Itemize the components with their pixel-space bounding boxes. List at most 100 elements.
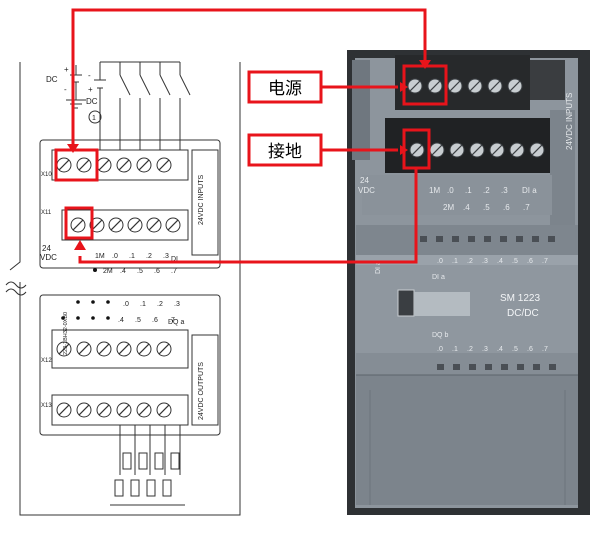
- photo-dq-label: .5: [512, 346, 518, 353]
- schematic-row-labels: 1M.0.1.2.32M.4.5.6.7.0.1.2.3.4.5.6.7: [95, 253, 180, 324]
- photo-led: [468, 236, 475, 242]
- schematic-part-number: 223-1BH32-0XB0: [63, 312, 69, 355]
- photo-screw-input: [489, 142, 505, 158]
- ground-arrow-schematic: [74, 240, 86, 250]
- photo-screw-input: [469, 142, 485, 158]
- schematic-dq-bottom-label: .5: [135, 317, 141, 324]
- schematic-outputs-vertical: 24VDC OUTPUTS: [198, 362, 205, 420]
- schematic-screw-x10: [76, 157, 92, 173]
- photo-dq-label: .6: [527, 346, 533, 353]
- photo-screw-input: [509, 142, 525, 158]
- schematic-screw-x13: [96, 402, 112, 418]
- terminal-row-x12: [51, 329, 189, 369]
- terminal-row-x10: [51, 149, 189, 181]
- schematic-power-box: [54, 148, 99, 182]
- schematic-screw-x13: [76, 402, 92, 418]
- photo-dq-label: .7: [542, 346, 548, 353]
- photo-screw-input: [429, 142, 445, 158]
- dc-plus-label: +: [64, 65, 69, 74]
- terminal-row-x11: [61, 209, 189, 241]
- schematic-screw-x11: [70, 217, 86, 233]
- photo-led: [453, 364, 460, 370]
- schematic-dq-label: DQ a: [168, 319, 184, 326]
- photo-led-label: .4: [497, 258, 503, 265]
- photo-led: [549, 364, 556, 370]
- ground-connector-line: [78, 168, 418, 264]
- schematic-dq-bottom-label: .7: [169, 317, 175, 324]
- schematic-row1-label: .2: [146, 253, 152, 260]
- photo-led-label: .3: [482, 258, 488, 265]
- schematic-row1-label: .1: [129, 253, 135, 260]
- photo-led-label: .0: [437, 258, 443, 265]
- photo-led-row-lower: [437, 364, 556, 370]
- photo-led: [420, 236, 427, 242]
- power-connector-line: [71, 8, 427, 150]
- schematic-lower-body: [39, 294, 221, 436]
- photo-row1-label: .2: [483, 186, 490, 195]
- photo-window-notch: [397, 289, 415, 317]
- ground-label-box: [247, 133, 323, 167]
- schematic-inputs-vertical: 24VDC INPUTS: [198, 174, 205, 225]
- photo-row2-label: 2M: [443, 203, 454, 212]
- photo-di-a: DI a: [432, 274, 445, 281]
- photo-screw-power: [487, 78, 503, 94]
- photo-led: [452, 236, 459, 242]
- schematic-screw-x10: [96, 157, 112, 173]
- photo-led: [532, 236, 539, 242]
- schematic-text: DC + - DC - + 1 X10 X11 X12 X13 24 VDC D…: [40, 65, 205, 420]
- schematic-screw-x11: [108, 217, 124, 233]
- schematic-dq-top-label: .1: [140, 301, 146, 308]
- photo-row1-label: .1: [465, 186, 472, 195]
- dc-mid-minus: -: [88, 71, 91, 80]
- schematic-dq-bottom-label: .6: [152, 317, 158, 324]
- photo-led-label: .5: [512, 258, 518, 265]
- schematic-screw-x11: [165, 217, 181, 233]
- photo-model-line1: SM 1223: [500, 293, 540, 304]
- module-photo: [347, 50, 590, 515]
- photo-screw-input: [529, 142, 545, 158]
- photo-dq-label: .4: [497, 346, 503, 353]
- schematic-row1-label: .0: [112, 253, 118, 260]
- photo-text: 24VDC INPUTS 24 VDC DI a DI a DI a SM 12…: [358, 93, 574, 339]
- photo-led: [533, 364, 540, 370]
- photo-led-label: .1: [452, 258, 458, 265]
- photo-screw-power: [467, 78, 483, 94]
- photo-dq-label: .2: [467, 346, 473, 353]
- photo-row2-label: .6: [503, 203, 510, 212]
- schematic-screw-x12: [96, 341, 112, 357]
- schematic-vdc-label: VDC: [40, 253, 57, 262]
- schematic-dots: [61, 268, 110, 320]
- schematic-screw-x10: [136, 157, 152, 173]
- photo-model-line2: DC/DC: [507, 308, 539, 319]
- x10-label: X10: [41, 172, 52, 178]
- photo-led: [485, 364, 492, 370]
- schematic-dq-top-label: .0: [123, 301, 129, 308]
- photo-row2-label: .4: [463, 203, 470, 212]
- input-terminal-block: [385, 118, 550, 173]
- output-loads: [110, 425, 185, 506]
- photo-screw-input: [449, 142, 465, 158]
- schematic-dq-top-label: .2: [157, 301, 163, 308]
- schematic-row2-label: .7: [171, 268, 177, 275]
- photo-led-row: [420, 236, 555, 242]
- dc-label-mid: DC: [86, 97, 98, 106]
- schematic-screw-x13: [116, 402, 132, 418]
- photo-row-labels: 1M.0.1.2.32M.4.5.6.7.0.1.2.3.4.5.6.7.0.1…: [429, 186, 548, 353]
- power-label-box: [247, 70, 323, 104]
- photo-led: [517, 364, 524, 370]
- input-switches: [100, 61, 191, 150]
- schematic-row2-label: .6: [154, 268, 160, 275]
- schematic-screw-x12: [76, 341, 92, 357]
- photo-led: [484, 236, 491, 242]
- schematic-row1-label: 1M: [95, 253, 105, 260]
- power-label: 电源: [268, 79, 302, 99]
- photo-row2-label: .5: [483, 203, 490, 212]
- photo-screw-power: [507, 78, 523, 94]
- photo-dq-label: .0: [437, 346, 443, 353]
- photo-vdc-label: VDC: [358, 186, 375, 195]
- x11-label: X11: [41, 210, 52, 216]
- dc-label-top: DC: [46, 75, 58, 84]
- schematic-screw-x11: [146, 217, 162, 233]
- photo-led-label: .2: [467, 258, 473, 265]
